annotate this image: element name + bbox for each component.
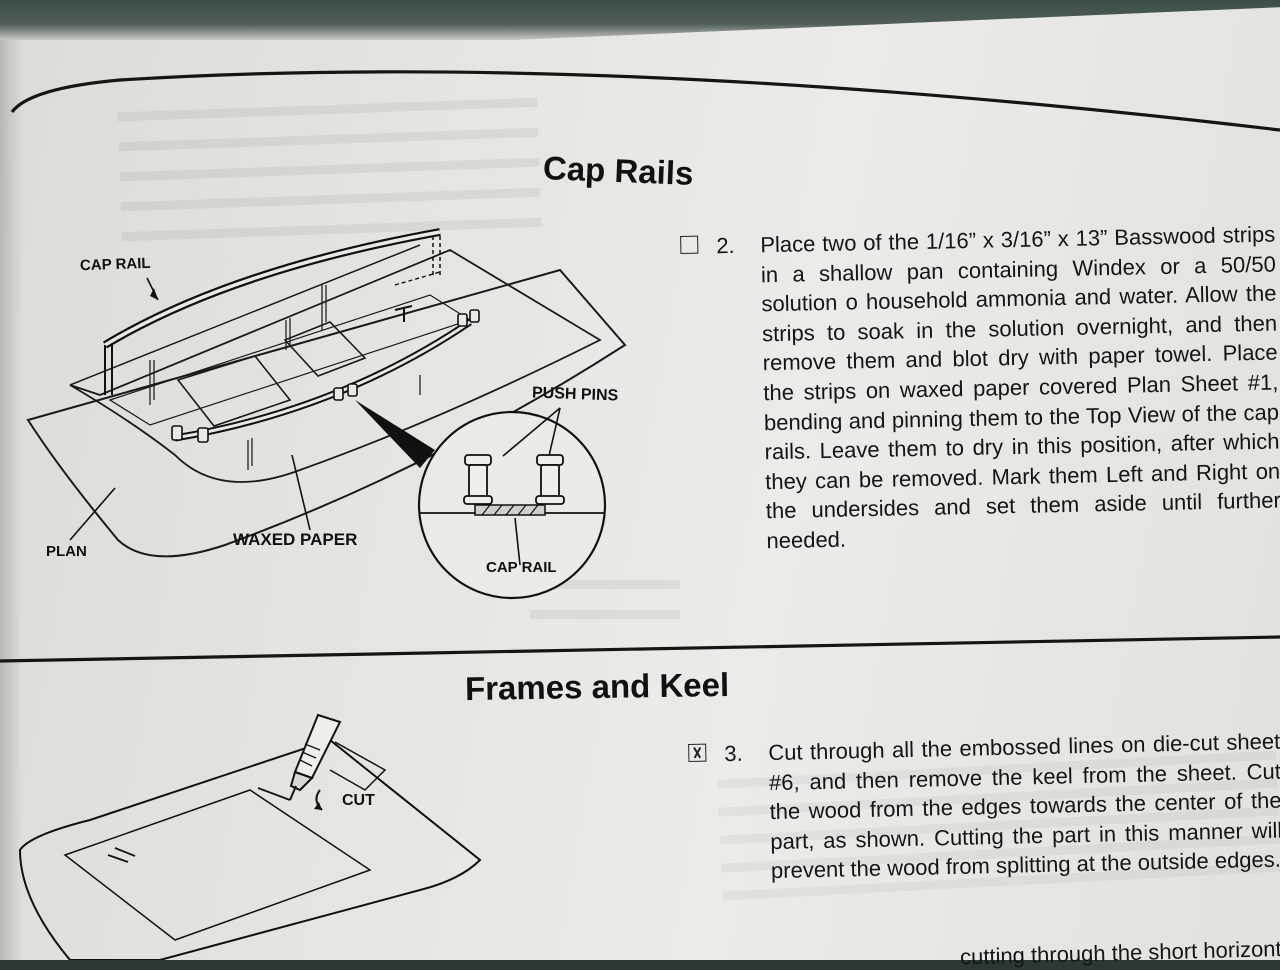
bleed-through-lines <box>530 580 680 640</box>
label-cut: CUT <box>342 792 375 809</box>
plan-sheet <box>26 268 627 558</box>
push-pins <box>171 309 480 443</box>
hobby-knife <box>289 713 342 801</box>
pin-detail-pins <box>463 454 565 505</box>
waxed-paper <box>69 248 602 483</box>
plan-rect-1 <box>176 355 292 427</box>
label-plan: PLAN <box>46 543 87 560</box>
step-3-text: Cut through all the embossed lines on di… <box>768 728 1280 884</box>
label-waxed-paper: WAXED PAPER <box>233 530 358 549</box>
die-cut-sheet <box>18 738 482 960</box>
plan-rect-2 <box>283 321 367 377</box>
step-3-number: 3. <box>724 740 743 767</box>
step-3-checkbox[interactable] <box>688 743 707 762</box>
page-edge-shadow <box>0 0 22 960</box>
label-cap-rail-detail: CAP RAIL <box>486 559 557 576</box>
step-3: 3. Cut through all the embossed lines on… <box>688 727 1280 888</box>
